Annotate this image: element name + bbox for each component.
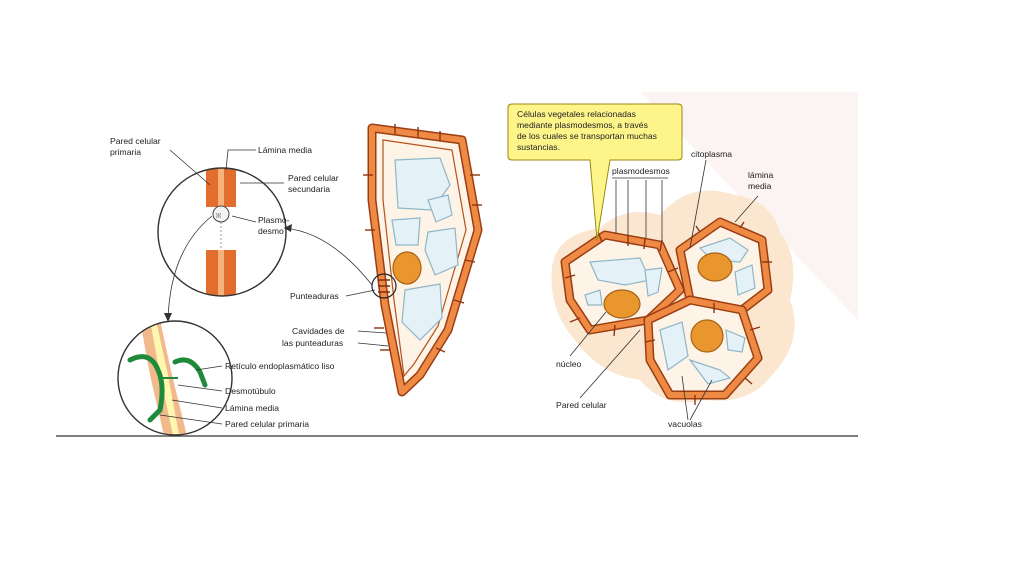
arrow-cell-to-zoom bbox=[283, 227, 373, 286]
label-plasmodesmo: Plasmo- desmo bbox=[258, 215, 292, 236]
label-pared-secundaria: Pared celular secundaria bbox=[288, 173, 341, 194]
right-panel: Células vegetales relacionadas mediante … bbox=[507, 103, 795, 429]
label-vacuolas: vacuolas bbox=[668, 419, 702, 429]
label-citoplasma: citoplasma bbox=[691, 149, 732, 159]
label-punteaduras: Punteaduras bbox=[290, 291, 339, 301]
label-cavidades: Cavidades de las punteaduras bbox=[282, 326, 347, 348]
label-pared-primaria-bottom: Pared celular primaria bbox=[225, 419, 309, 429]
nucleus-cell-left bbox=[603, 289, 641, 319]
label-reticulo: Retículo endoplasmático liso bbox=[225, 361, 335, 371]
label-pared-primaria: Pared celular primaria bbox=[110, 136, 163, 157]
label-lamina-media-bottom: Lámina media bbox=[225, 403, 279, 413]
left-panel: )(( bbox=[110, 123, 483, 436]
label-desmotubulo: Desmotúbulo bbox=[225, 386, 276, 396]
arrow-zoom-to-zoom bbox=[167, 215, 213, 321]
cell-left bbox=[560, 230, 685, 335]
label-plasmodesmos: plasmodesmos bbox=[612, 166, 670, 176]
label-lamina-media-top: Lámina media bbox=[258, 145, 312, 155]
pit-highlight bbox=[371, 273, 397, 299]
elongated-cell bbox=[363, 123, 483, 397]
zoom-circle-desmotubulo bbox=[117, 320, 233, 436]
nucleus-left bbox=[392, 251, 422, 285]
cell-bottom bbox=[643, 295, 763, 400]
svg-text:)((: )(( bbox=[216, 213, 221, 219]
nucleus-cell-right bbox=[697, 252, 733, 282]
wall-ticks bbox=[564, 221, 772, 405]
nucleus-cell-bottom bbox=[690, 319, 724, 353]
label-nucleo: núcleo bbox=[556, 359, 582, 369]
callout-box: Células vegetales relacionadas mediante … bbox=[507, 103, 683, 241]
label-pared-celular: Pared celular bbox=[556, 400, 607, 410]
label-lamina-media-right: lámina media bbox=[748, 170, 776, 191]
callout-text: Células vegetales relacionadas mediante … bbox=[517, 109, 659, 152]
zoom-circle-plasmodesmo: )(( bbox=[157, 167, 287, 297]
